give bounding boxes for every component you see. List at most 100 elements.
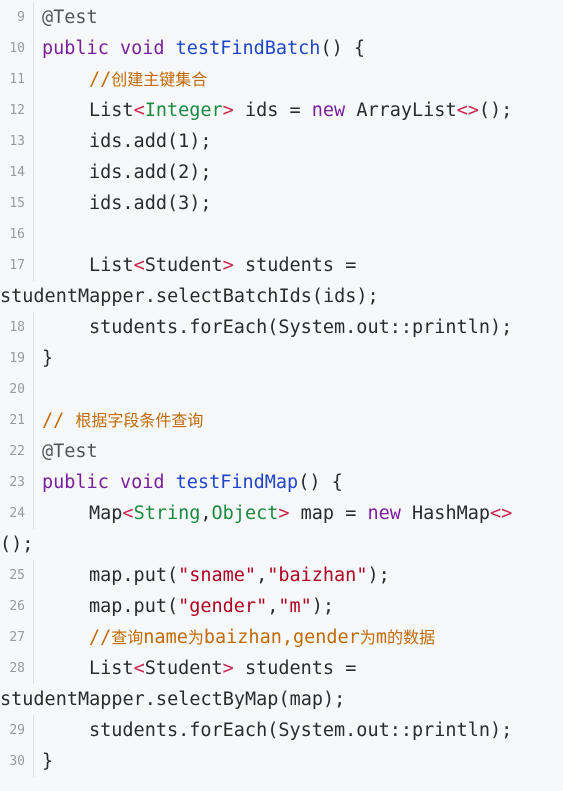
line-number: 22 bbox=[0, 436, 34, 467]
code-token: Integer bbox=[144, 100, 223, 121]
code-token: map.put( bbox=[89, 565, 179, 586]
code-token: HashMap bbox=[400, 503, 490, 524]
code-line: studentMapper.selectBatchIds(ids); bbox=[0, 281, 563, 312]
code-token: () { bbox=[298, 472, 343, 493]
code-token: "sname" bbox=[178, 565, 257, 586]
line-number: 10 bbox=[0, 33, 34, 64]
code-line: (); bbox=[0, 529, 563, 560]
line-number: 27 bbox=[0, 622, 34, 653]
code-token: (); bbox=[478, 100, 513, 121]
code-line: 9@Test bbox=[0, 2, 563, 33]
code-token: "gender" bbox=[178, 596, 268, 617]
code-line: 21// 根据字段条件查询 bbox=[0, 405, 563, 436]
line-number: 12 bbox=[0, 95, 34, 126]
line-number: 26 bbox=[0, 591, 34, 622]
code-token: // bbox=[89, 69, 112, 90]
code-token: "m" bbox=[278, 596, 312, 617]
code-text: List<Student> students = bbox=[34, 250, 563, 281]
code-token: Student bbox=[144, 658, 223, 679]
code-line: 11//创建主键集合 bbox=[0, 64, 563, 95]
code-token: students.forEach(System.out::println); bbox=[89, 720, 513, 741]
code-text: ids.add(3); bbox=[34, 188, 563, 219]
code-token: studentMapper.selectByMap(map); bbox=[0, 689, 346, 710]
code-line: 14 ids.add(2); bbox=[0, 157, 563, 188]
code-token: Student bbox=[144, 255, 223, 276]
code-token: new bbox=[367, 503, 401, 524]
code-token: List bbox=[89, 100, 134, 121]
code-token: m bbox=[375, 627, 387, 648]
code-text bbox=[34, 219, 563, 250]
line-number: 21 bbox=[0, 405, 34, 436]
code-token: <> bbox=[456, 100, 479, 121]
code-token: testFindBatch bbox=[175, 38, 321, 59]
code-token: <> bbox=[490, 503, 513, 524]
code-token: new bbox=[311, 100, 346, 121]
code-text: Map<String,Object> map = new HashMap<> bbox=[34, 498, 563, 529]
code-token: (); bbox=[0, 534, 34, 555]
code-token: String bbox=[133, 503, 201, 524]
code-token: ); bbox=[311, 596, 335, 617]
code-text: //创建主键集合 bbox=[34, 64, 563, 95]
code-token: "baizhan" bbox=[267, 565, 368, 586]
code-text: map.put("gender","m"); bbox=[34, 591, 563, 622]
line-number: 13 bbox=[0, 126, 34, 157]
code-token: < bbox=[133, 100, 145, 121]
code-text: List<Integer> ids = new ArrayList<>(); bbox=[34, 95, 563, 126]
code-token: name bbox=[143, 627, 188, 648]
code-line: 19} bbox=[0, 343, 563, 374]
code-token: < bbox=[133, 658, 145, 679]
code-text: map.put("sname","baizhan"); bbox=[34, 560, 563, 591]
line-number: 30 bbox=[0, 746, 34, 777]
code-text: public void testFindBatch() { bbox=[34, 33, 563, 64]
code-token: < bbox=[133, 255, 145, 276]
code-token: > bbox=[222, 255, 234, 276]
code-token: ids = bbox=[233, 100, 312, 121]
code-token: , bbox=[200, 503, 212, 524]
code-token: testFindMap bbox=[175, 472, 299, 493]
line-number: 14 bbox=[0, 157, 34, 188]
line-number: 25 bbox=[0, 560, 34, 591]
line-number: 20 bbox=[0, 374, 34, 405]
code-text: ids.add(1); bbox=[34, 126, 563, 157]
code-token: } bbox=[42, 751, 54, 772]
code-token: Map bbox=[89, 503, 123, 524]
code-token: // bbox=[42, 410, 76, 431]
code-token: 为 bbox=[187, 628, 204, 647]
code-token: () { bbox=[320, 38, 366, 59]
line-number: 24 bbox=[0, 498, 34, 529]
code-token: } bbox=[42, 348, 54, 369]
code-text: // 根据字段条件查询 bbox=[34, 405, 563, 436]
code-token: ids.add(2); bbox=[89, 162, 212, 183]
code-token: students.forEach(System.out::println); bbox=[89, 317, 513, 338]
code-token: List bbox=[89, 658, 134, 679]
code-token: // bbox=[89, 627, 112, 648]
code-line: 29 students.forEach(System.out::println); bbox=[0, 715, 563, 746]
line-number: 23 bbox=[0, 467, 34, 498]
line-number: 29 bbox=[0, 715, 34, 746]
code-text: students.forEach(System.out::println); bbox=[34, 312, 563, 343]
line-number: 11 bbox=[0, 64, 34, 95]
code-line: 30} bbox=[0, 746, 563, 777]
code-text: students.forEach(System.out::println); bbox=[34, 715, 563, 746]
code-token: ids.add(3); bbox=[89, 193, 212, 214]
line-number: 15 bbox=[0, 188, 34, 219]
code-token: > bbox=[222, 100, 234, 121]
code-text: @Test bbox=[34, 2, 563, 33]
code-token: baizhan,gender bbox=[203, 627, 360, 648]
code-token: Object bbox=[211, 503, 279, 524]
code-text: @Test bbox=[34, 436, 563, 467]
code-token: 为 bbox=[359, 628, 376, 647]
code-token: List bbox=[89, 255, 134, 276]
code-token: @Test bbox=[42, 7, 98, 28]
code-line: 27//查询name为baizhan,gender为m的数据 bbox=[0, 622, 563, 653]
code-token: 查询 bbox=[111, 628, 144, 647]
line-number: 17 bbox=[0, 250, 34, 281]
